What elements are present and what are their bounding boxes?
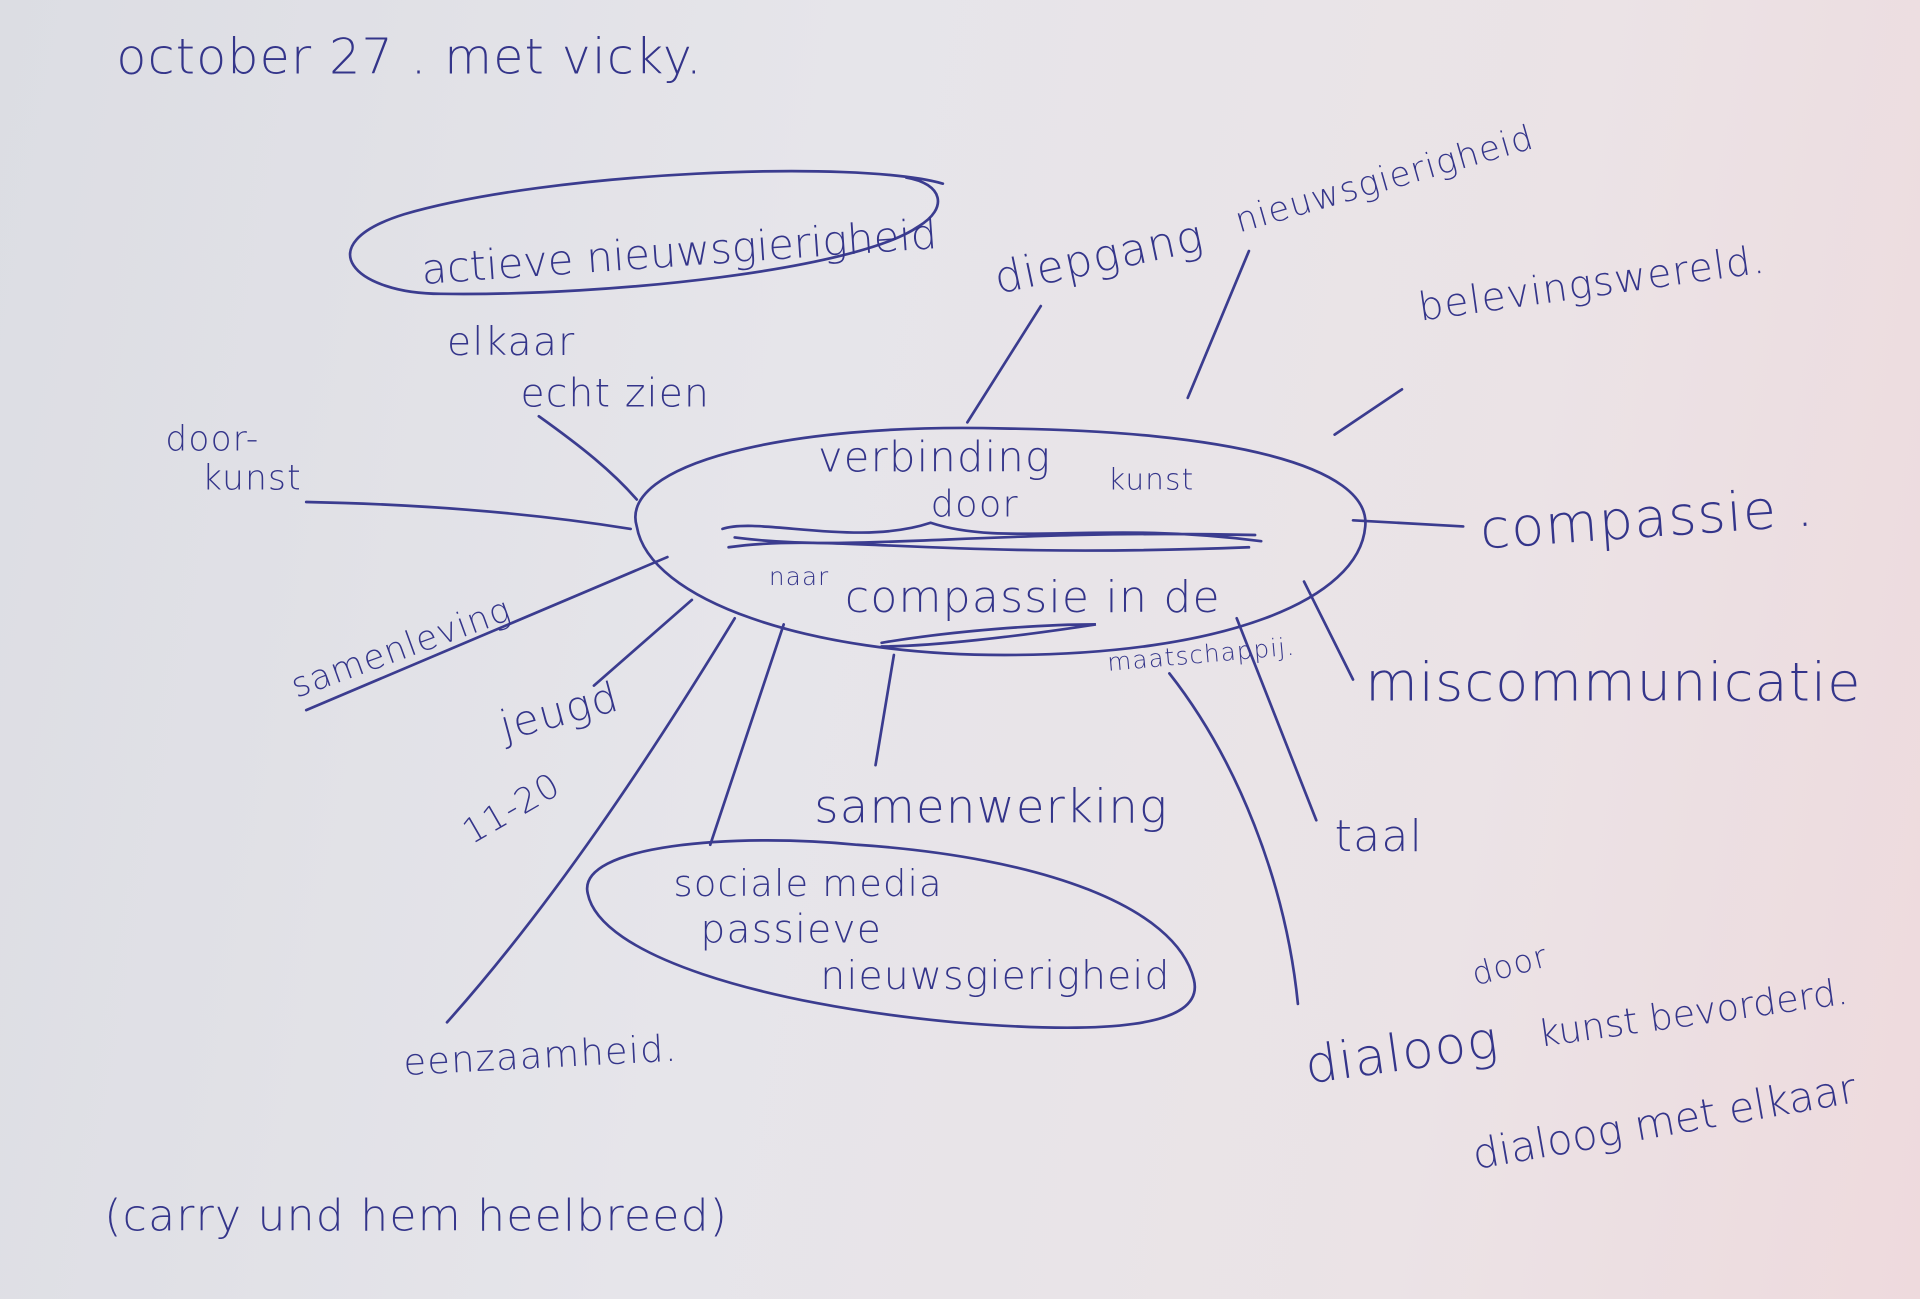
center-ellipse	[634, 426, 1367, 657]
branch-belevingswereld: belevingswereld.	[1415, 237, 1768, 330]
branch-jeugd-2: 11-20	[456, 765, 568, 852]
scribble-crossed-out	[721, 521, 1263, 552]
branch-nieuwsgierigheid: nieuwsgierigheid	[1231, 118, 1539, 242]
branch-social-3: nieuwsgierigheid	[820, 954, 1170, 999]
branch-lines	[304, 249, 1465, 1024]
center-line1: verbinding	[818, 432, 1051, 481]
branch-miscommunicatie: miscommunicatie	[1365, 650, 1861, 713]
scribble-underline	[880, 623, 1097, 648]
branch-doorkunst-1: door-	[165, 420, 259, 460]
branch-social-2: passieve	[700, 908, 882, 953]
branch-diepgang: diepgang	[990, 210, 1209, 304]
center-line5: maatschappij.	[1106, 632, 1296, 677]
branch-compassie: compassie .	[1478, 475, 1816, 561]
branch-samenwerking: samenwerking	[814, 780, 1168, 834]
branch-kunst-bevorderd: kunst bevorderd.	[1536, 970, 1851, 1056]
branch-elkaar-2: echt zien	[520, 371, 710, 416]
branch-taal: taal	[1335, 811, 1423, 862]
branch-dialoog: dialoog	[1301, 1010, 1502, 1097]
center-line3: naar	[769, 562, 829, 591]
date-note: october 27 . met vicky.	[116, 28, 702, 85]
social-ellipse	[585, 839, 1197, 1030]
branch-eenzaamheid: eenzaamheid.	[402, 1027, 678, 1084]
branch-door: door	[1468, 937, 1552, 994]
center-line2: door	[931, 483, 1019, 526]
footer-note: (carry und hem heelbreed)	[104, 1190, 728, 1241]
branch-doorkunst-2: kunst	[202, 459, 302, 499]
center-line4: compassie in de	[845, 572, 1221, 623]
branch-social-1: sociale media	[674, 862, 943, 905]
branch-elkaar-1: elkaar	[447, 320, 575, 365]
center-line2b: kunst	[1108, 463, 1194, 497]
branch-samenleving: samenleving	[286, 590, 517, 707]
branch-jeugd-1: jeugd	[493, 672, 624, 751]
branch-dialoog-met-elkaar: dialoog met elkaar	[1469, 1063, 1861, 1179]
actieve-ellipse	[348, 169, 945, 296]
